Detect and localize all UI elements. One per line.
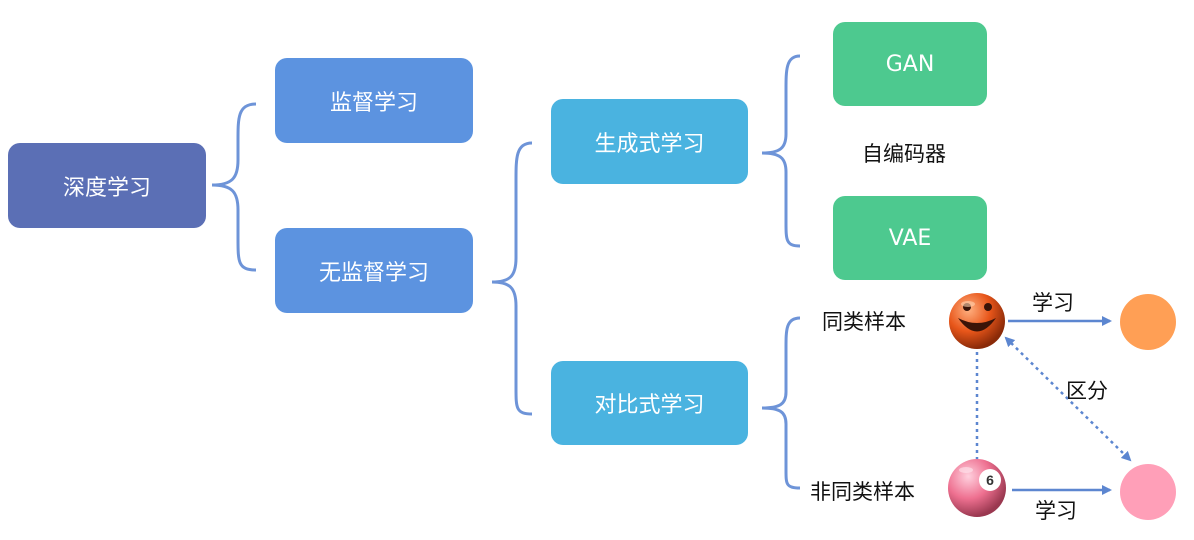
node-generative: 生成式学习	[551, 99, 748, 184]
node-generative-label: 生成式学习	[594, 131, 705, 157]
node-supervised-label: 监督学习	[329, 90, 418, 116]
distinguish-arrow	[1004, 336, 1132, 462]
bracket-contrastive	[761, 316, 801, 490]
bracket-unsupervised	[491, 141, 533, 416]
node-contrastive: 对比式学习	[551, 361, 748, 445]
label-distinguish: 区分	[1066, 379, 1108, 403]
label-same-class: 同类样本	[822, 310, 906, 334]
node-vae: VAE	[833, 196, 987, 280]
node-deep-learning-label: 深度学习	[62, 175, 151, 201]
pink-sample-ball: 6	[948, 459, 1006, 517]
svg-text:6: 6	[986, 472, 994, 488]
label-learn-top: 学习	[1032, 291, 1074, 315]
label-learn-bottom: 学习	[1035, 499, 1077, 523]
bracket-generative	[761, 54, 801, 248]
label-diff-class: 非同类样本	[810, 480, 915, 504]
node-gan-label: GAN	[885, 51, 935, 77]
node-deep-learning: 深度学习	[8, 143, 206, 228]
node-supervised: 监督学习	[275, 58, 473, 143]
node-gan: GAN	[833, 22, 987, 106]
pink-target-circle	[1120, 464, 1176, 520]
orange-sample-ball	[949, 293, 1005, 349]
bracket-root	[211, 102, 257, 272]
node-unsupervised-label: 无监督学习	[318, 260, 429, 286]
node-vae-label: VAE	[888, 225, 932, 251]
node-unsupervised: 无监督学习	[275, 228, 473, 313]
label-autoencoder: 自编码器	[862, 142, 946, 166]
node-contrastive-label: 对比式学习	[594, 393, 705, 418]
orange-target-circle	[1120, 294, 1176, 350]
